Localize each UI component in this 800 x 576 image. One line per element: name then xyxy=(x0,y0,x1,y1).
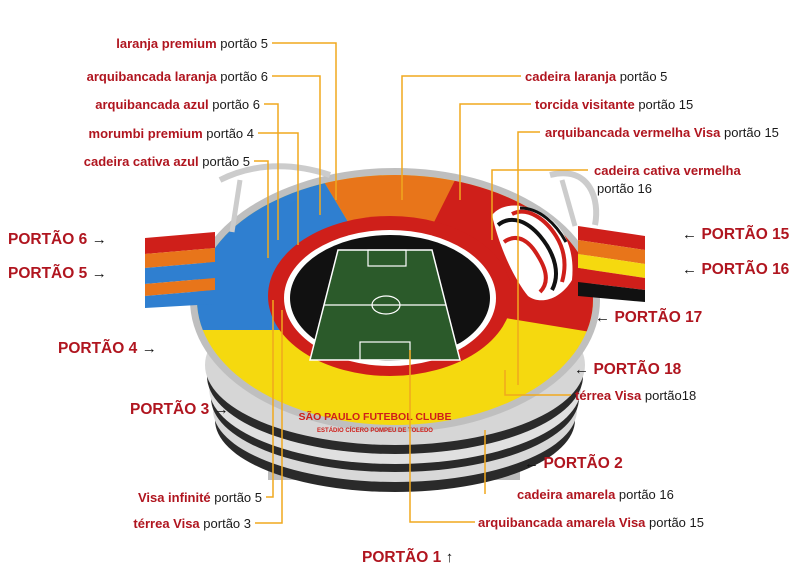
gate-3: PORTÃO 3 → xyxy=(130,400,229,418)
gate-17: ← PORTÃO 17 xyxy=(595,308,702,326)
gate-5: PORTÃO 5 → xyxy=(8,264,107,282)
arrow-right-icon: → xyxy=(92,265,107,282)
label-cadeira-cativa-vermelha-gate: portão 16 xyxy=(597,181,652,196)
right-stands xyxy=(578,226,645,302)
label-torcida-visitante: torcida visitante portão 15 xyxy=(535,97,693,112)
arrow-left-icon: ← xyxy=(682,226,697,243)
arrow-left-icon: ← xyxy=(682,261,697,278)
label-arquibancada-vermelha-visa: arquibancada vermelha Visa portão 15 xyxy=(545,125,779,140)
gate-4: PORTÃO 4 → xyxy=(58,339,157,357)
stadium-subtitle: ESTÁDIO CÍCERO POMPEU DE TOLEDO xyxy=(317,426,433,434)
visitor-section[interactable] xyxy=(492,205,573,301)
leader-lines xyxy=(254,42,588,524)
arrow-right-icon: → xyxy=(92,231,107,248)
arrow-left-icon: ← xyxy=(574,361,589,378)
arrow-up-icon: ↑ xyxy=(446,549,454,566)
stadium-name: SÃO PAULO FUTEBOL CLUBE xyxy=(298,410,451,423)
arrow-left-icon: ← xyxy=(595,309,610,326)
gate-2: ← PORTÃO 2 xyxy=(524,454,623,472)
label-terrea-visa-18: térrea Visa portão18 xyxy=(575,388,696,403)
label-terrea-visa-3: térrea Visa portão 3 xyxy=(133,516,251,531)
label-cadeira-laranja: cadeira laranja portão 5 xyxy=(525,69,667,84)
gate-6: PORTÃO 6 → xyxy=(8,230,107,248)
gate-16: ← PORTÃO 16 xyxy=(682,260,790,278)
label-arquibancada-azul: arquibancada azul portão 6 xyxy=(95,97,260,112)
label-cadeira-amarela: cadeira amarela portão 16 xyxy=(517,487,674,502)
football-pitch xyxy=(309,249,461,361)
gate-15: ← PORTÃO 15 xyxy=(682,225,790,243)
label-cadeira-cativa-vermelha: cadeira cativa vermelha xyxy=(594,163,741,178)
label-arquibancada-laranja: arquibancada laranja portão 6 xyxy=(87,69,268,84)
arrow-right-icon: → xyxy=(214,401,229,418)
label-laranja-premium: laranja premium portão 5 xyxy=(116,36,268,51)
arrow-left-icon: ← xyxy=(524,455,539,472)
label-visa-infinite: Visa infinité portão 5 xyxy=(138,490,262,505)
gate-18: ← PORTÃO 18 xyxy=(574,360,682,378)
gate-1: PORTÃO 1 ↑ xyxy=(362,548,453,566)
label-morumbi-premium: morumbi premium portão 4 xyxy=(89,126,254,141)
label-cadeira-cativa-azul: cadeira cativa azul portão 5 xyxy=(84,154,250,169)
left-stands xyxy=(145,232,215,308)
arrow-right-icon: → xyxy=(142,340,157,357)
label-arquibancada-amarela-visa: arquibancada amarela Visa portão 15 xyxy=(478,515,704,530)
